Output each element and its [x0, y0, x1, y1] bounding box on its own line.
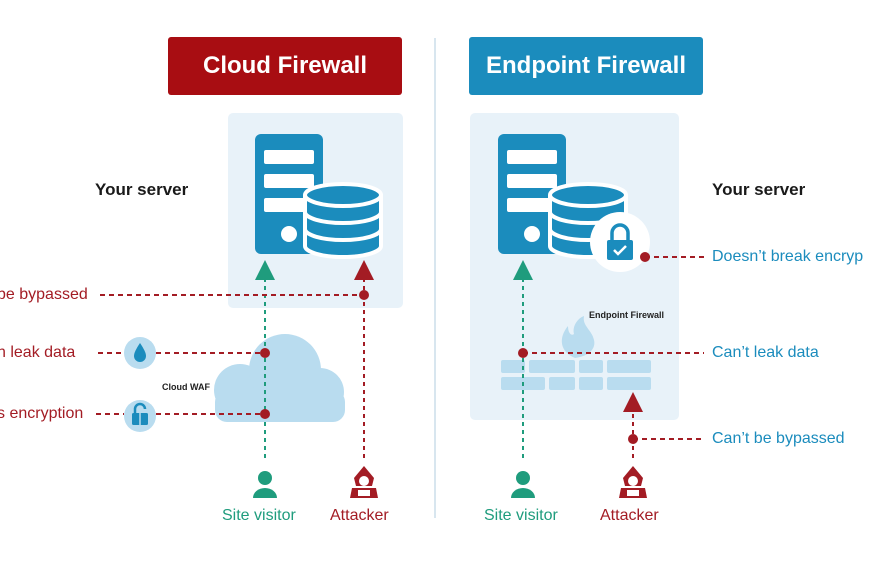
hacker-icon: [350, 466, 378, 498]
water-drop-icon: [124, 337, 156, 369]
user-icon: [511, 471, 535, 498]
cloud-waf-label: Cloud WAF: [162, 382, 210, 392]
left-attacker-label: Attacker: [330, 507, 389, 524]
broken-lock-icon: [124, 400, 156, 432]
cloud-icon: [214, 334, 345, 422]
left-issue-leak: n leak data: [0, 344, 76, 361]
user-icon: [253, 471, 277, 498]
flame-icon: [561, 316, 595, 358]
hacker-icon: [619, 466, 647, 498]
left-server-label: Your server: [95, 180, 189, 199]
right-benefit-leak: Can’t leak data: [712, 344, 819, 361]
right-benefit-encryption: Doesn’t break encryp: [712, 248, 864, 265]
right-benefit-bypassed: Can’t be bypassed: [712, 430, 845, 447]
endpoint-firewall-label: Endpoint Firewall: [589, 310, 665, 320]
left-issue-bypassed: be bypassed: [0, 286, 88, 303]
left-issue-encryption: s encryption: [0, 405, 84, 422]
right-visitor-label: Site visitor: [484, 507, 558, 524]
cloud-firewall-title: Cloud Firewall: [168, 37, 402, 95]
database-icon: [303, 182, 383, 259]
left-visitor-label: Site visitor: [222, 507, 296, 524]
right-server-label: Your server: [712, 180, 806, 199]
right-attacker-label: Attacker: [600, 507, 659, 524]
endpoint-firewall-title: Endpoint Firewall: [469, 37, 703, 95]
lock-icon: [590, 212, 650, 272]
